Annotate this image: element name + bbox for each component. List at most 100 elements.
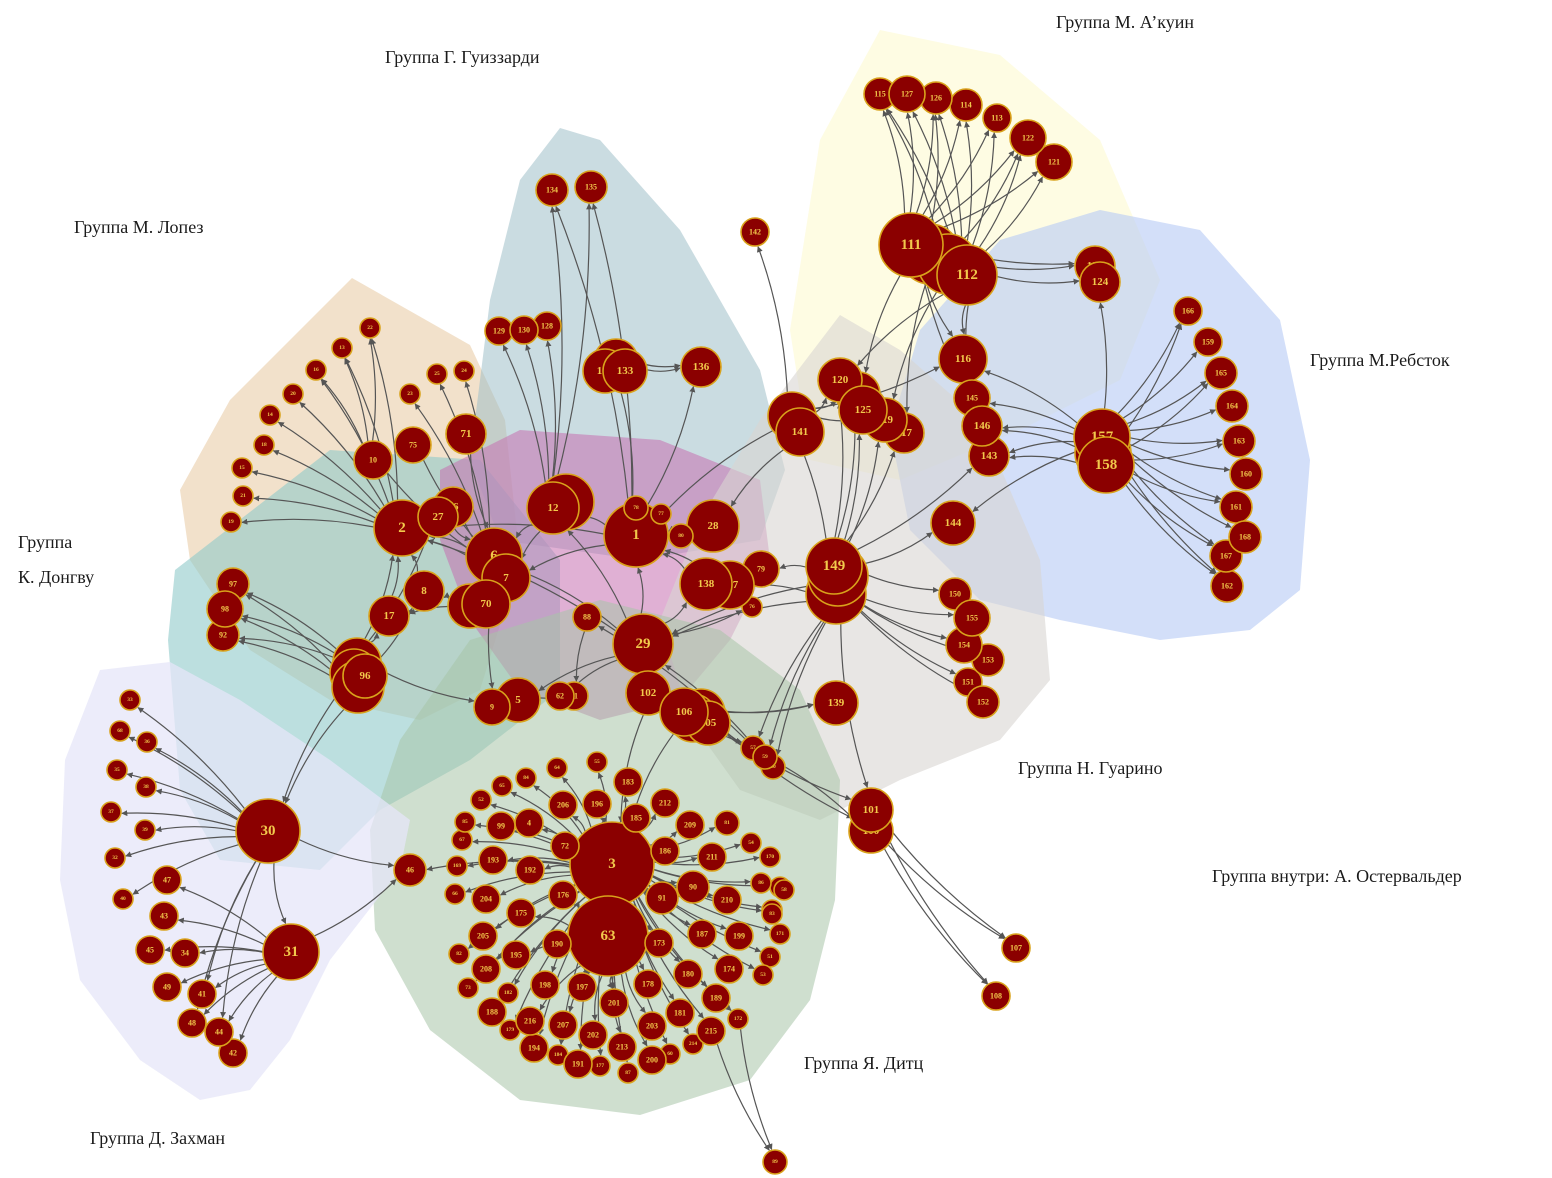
node-68[interactable]: 68 <box>109 720 131 742</box>
node-circle-8[interactable] <box>403 570 445 612</box>
node-circle-45[interactable] <box>135 935 165 965</box>
node-3[interactable]: 3 <box>569 821 655 907</box>
node-circle-209[interactable] <box>675 810 705 840</box>
node-31[interactable]: 31 <box>262 923 320 981</box>
node-186[interactable]: 186 <box>650 836 680 866</box>
node-78[interactable]: 78 <box>623 495 649 521</box>
node-circle-70[interactable] <box>461 579 511 629</box>
node-142[interactable]: 142 <box>740 217 770 247</box>
node-circle-58[interactable] <box>773 879 795 901</box>
node-77[interactable]: 77 <box>650 503 672 525</box>
node-200[interactable]: 200 <box>637 1045 667 1075</box>
node-65[interactable]: 65 <box>491 775 513 797</box>
node-circle-193[interactable] <box>478 845 508 875</box>
node-circle-65[interactable] <box>491 775 513 797</box>
node-circle-106[interactable] <box>659 687 709 737</box>
node-91[interactable]: 91 <box>645 881 679 915</box>
node-circle-59[interactable] <box>752 744 778 770</box>
node-86[interactable]: 86 <box>750 872 772 894</box>
node-circle-89[interactable] <box>762 1149 788 1175</box>
node-101[interactable]: 101 <box>848 787 894 833</box>
node-82[interactable]: 82 <box>448 943 470 965</box>
node-circle-133[interactable] <box>602 348 648 394</box>
node-circle-87[interactable] <box>617 1062 639 1084</box>
node-27[interactable]: 27 <box>417 496 459 538</box>
node-circle-9[interactable] <box>473 688 511 726</box>
node-201[interactable]: 201 <box>599 988 629 1018</box>
node-circle-152[interactable] <box>966 685 1000 719</box>
node-circle-54[interactable] <box>740 832 762 854</box>
node-circle-202[interactable] <box>578 1020 608 1050</box>
node-141[interactable]: 141 <box>775 407 825 457</box>
node-108[interactable]: 108 <box>981 981 1011 1011</box>
node-164[interactable]: 164 <box>1215 389 1249 423</box>
node-98[interactable]: 98 <box>206 590 244 628</box>
node-102[interactable]: 102 <box>625 670 671 716</box>
node-159[interactable]: 159 <box>1193 327 1223 357</box>
node-circle-15[interactable] <box>231 457 253 479</box>
node-circle-213[interactable] <box>607 1032 637 1062</box>
node-49[interactable]: 49 <box>152 972 182 1002</box>
node-99[interactable]: 99 <box>486 811 516 841</box>
node-circle-159[interactable] <box>1193 327 1223 357</box>
node-circle-183[interactable] <box>613 767 643 797</box>
node-23[interactable]: 23 <box>399 383 421 405</box>
node-195[interactable]: 195 <box>501 940 531 970</box>
node-circle-85[interactable] <box>454 811 476 833</box>
node-64[interactable]: 64 <box>546 757 568 779</box>
node-circle-32[interactable] <box>104 847 126 869</box>
node-122[interactable]: 122 <box>1009 119 1047 157</box>
node-206[interactable]: 206 <box>548 790 578 820</box>
node-177[interactable]: 177 <box>589 1055 611 1077</box>
node-194[interactable]: 194 <box>519 1033 549 1063</box>
node-circle-122[interactable] <box>1009 119 1047 157</box>
node-24[interactable]: 24 <box>453 360 475 382</box>
node-192[interactable]: 192 <box>515 855 545 885</box>
node-191[interactable]: 191 <box>563 1049 593 1079</box>
node-circle-42[interactable] <box>218 1038 248 1068</box>
node-circle-168[interactable] <box>1228 520 1262 554</box>
node-160[interactable]: 160 <box>1229 457 1263 491</box>
node-circle-55[interactable] <box>586 751 608 773</box>
node-166[interactable]: 166 <box>1173 296 1203 326</box>
node-32[interactable]: 32 <box>104 847 126 869</box>
node-203[interactable]: 203 <box>637 1011 667 1041</box>
node-63[interactable]: 63 <box>567 895 649 977</box>
node-circle-20[interactable] <box>282 383 304 405</box>
node-29[interactable]: 29 <box>612 613 674 675</box>
node-85[interactable]: 85 <box>454 811 476 833</box>
node-8[interactable]: 8 <box>403 570 445 612</box>
node-189[interactable]: 189 <box>701 983 731 1013</box>
node-47[interactable]: 47 <box>152 865 182 895</box>
node-circle-62[interactable] <box>545 681 575 711</box>
node-circle-107[interactable] <box>1001 933 1031 963</box>
node-39[interactable]: 39 <box>134 819 156 841</box>
node-198[interactable]: 198 <box>530 970 560 1000</box>
node-circle-195[interactable] <box>501 940 531 970</box>
node-circle-99[interactable] <box>486 811 516 841</box>
node-202[interactable]: 202 <box>578 1020 608 1050</box>
node-72[interactable]: 72 <box>550 831 580 861</box>
node-59[interactable]: 59 <box>752 744 778 770</box>
node-121[interactable]: 121 <box>1035 143 1073 181</box>
node-circle-176[interactable] <box>548 880 578 910</box>
node-185[interactable]: 185 <box>621 803 651 833</box>
node-circle-182[interactable] <box>497 982 519 1004</box>
node-183[interactable]: 183 <box>613 767 643 797</box>
node-30[interactable]: 30 <box>235 798 301 864</box>
node-circle-44[interactable] <box>204 1017 234 1047</box>
node-circle-200[interactable] <box>637 1045 667 1075</box>
node-circle-164[interactable] <box>1215 389 1249 423</box>
node-circle-173[interactable] <box>644 928 674 958</box>
node-161[interactable]: 161 <box>1219 490 1253 524</box>
node-circle-211[interactable] <box>697 842 727 872</box>
node-circle-36[interactable] <box>136 731 158 753</box>
node-18[interactable]: 18 <box>253 434 275 456</box>
node-circle-212[interactable] <box>650 788 680 818</box>
node-52[interactable]: 52 <box>470 789 492 811</box>
node-158[interactable]: 158 <box>1077 436 1135 494</box>
node-circle-163[interactable] <box>1222 424 1256 458</box>
node-15[interactable]: 15 <box>231 457 253 479</box>
node-133[interactable]: 133 <box>602 348 648 394</box>
node-14[interactable]: 14 <box>259 404 281 426</box>
